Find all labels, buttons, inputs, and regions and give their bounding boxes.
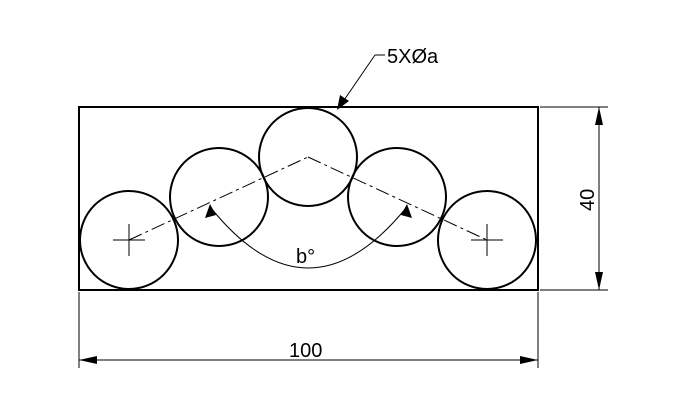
angle-dimension: b° — [205, 204, 412, 269]
callout-arrow — [337, 95, 349, 110]
hole-1 — [79, 190, 179, 290]
angle-label: b° — [296, 246, 315, 268]
height-label: 40 — [577, 189, 599, 211]
hole-5 — [437, 190, 537, 290]
angle-arrow-left — [205, 204, 216, 218]
width-label: 100 — [289, 340, 322, 362]
width-arrow-right — [520, 356, 538, 364]
part-outline — [78, 106, 539, 291]
center-line-right — [307, 156, 488, 241]
height-arrow-bottom — [595, 272, 603, 290]
width-arrow-left — [79, 356, 97, 364]
center-line-left — [128, 156, 309, 241]
hole-4 — [347, 147, 447, 247]
center-lines — [128, 156, 488, 241]
holes — [79, 107, 537, 290]
angle-arc — [210, 207, 407, 269]
center-marks — [113, 224, 503, 256]
callout-leader — [339, 54, 376, 107]
angle-arrow-right — [401, 204, 412, 218]
callout-label: 5XØa — [387, 46, 439, 68]
hole-callout: 5XØa — [337, 46, 439, 110]
hole-3 — [258, 107, 358, 207]
height-arrow-top — [595, 107, 603, 125]
height-dimension: 40 — [540, 106, 608, 291]
width-dimension: 100 — [78, 292, 539, 368]
hole-2 — [169, 147, 269, 247]
